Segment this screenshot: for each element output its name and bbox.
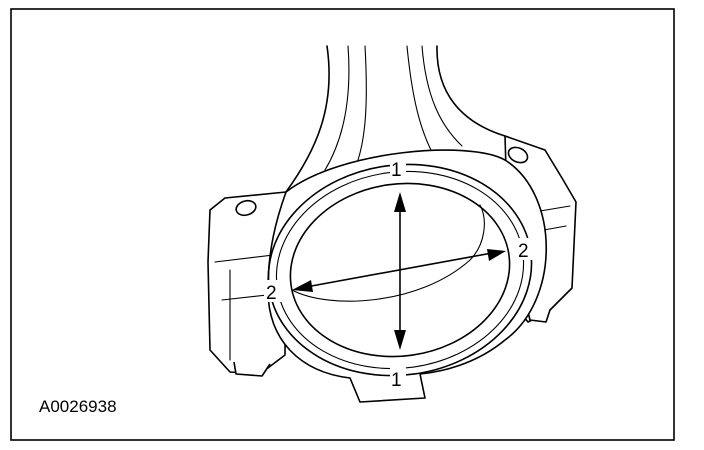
figure-border <box>10 8 675 441</box>
left-cap-boss <box>207 191 287 375</box>
label-vertical-bottom: 1 <box>391 370 402 391</box>
connecting-rod-drawing <box>207 45 577 403</box>
label-horizontal-right: 2 <box>518 241 529 262</box>
bore-inner <box>289 182 511 358</box>
shank-left-rib <box>324 45 350 171</box>
shank-left-rib-inner <box>357 45 367 161</box>
right-bolt-nut <box>527 309 551 323</box>
label-bg <box>264 280 282 302</box>
shank-left-edge <box>285 45 330 193</box>
label-vertical-top: 1 <box>391 160 402 181</box>
measurement-2-horizontal <box>292 249 506 292</box>
right-oil-hole <box>507 146 529 164</box>
shank-right-rib <box>406 45 435 157</box>
arrow-left-icon <box>292 280 313 292</box>
shank-right-edge <box>436 45 506 137</box>
left-oil-hole <box>235 199 257 217</box>
left-bolt-nut <box>233 361 271 377</box>
bore-depth-line <box>291 204 485 302</box>
label-horizontal-left: 2 <box>266 283 277 304</box>
big-end-body <box>267 149 548 403</box>
arrow-up-icon <box>394 192 406 212</box>
label-bg <box>390 157 406 179</box>
label-bg <box>390 367 406 389</box>
arrow-right-icon <box>487 249 506 261</box>
arrow-down-icon <box>394 330 406 350</box>
figure-id: A0026938 <box>39 397 117 416</box>
horizontal-dimension-line <box>305 252 493 288</box>
shank-right-rib-outer <box>421 45 463 147</box>
label-bg <box>516 238 534 260</box>
